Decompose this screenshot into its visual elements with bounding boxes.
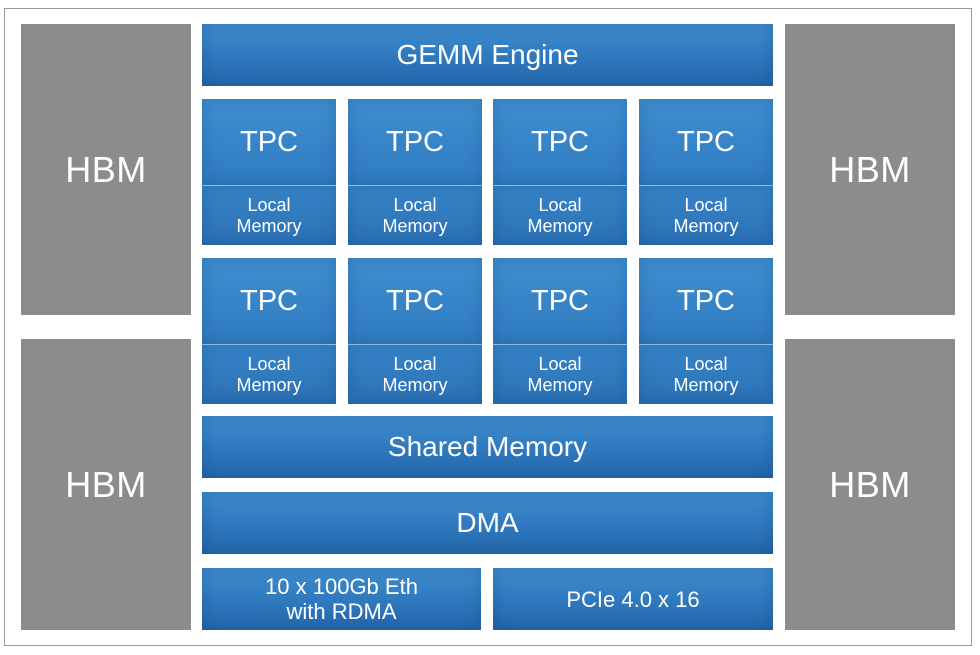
hbm-bottom-left: HBM — [21, 339, 191, 630]
hbm-top-right: HBM — [785, 24, 955, 315]
tpc-block: TPC Local Memory — [202, 99, 336, 245]
tpc-label: TPC — [639, 99, 773, 186]
tpc-block: TPC Local Memory — [639, 99, 773, 245]
local-memory-label: Local Memory — [348, 345, 482, 404]
ethernet-line2: with RDMA — [286, 599, 397, 624]
ethernet-line1: 10 x 100Gb Eth — [265, 574, 418, 599]
tpc-label: TPC — [202, 258, 336, 345]
local-memory-label: Local Memory — [202, 345, 336, 404]
tpc-label: TPC — [493, 99, 627, 186]
tpc-block: TPC Local Memory — [639, 258, 773, 404]
tpc-block: TPC Local Memory — [202, 258, 336, 404]
local-memory-label: Local Memory — [639, 186, 773, 245]
shared-memory-block: Shared Memory — [202, 416, 773, 478]
tpc-label: TPC — [202, 99, 336, 186]
tpc-block: TPC Local Memory — [348, 258, 482, 404]
pcie-block: PCIe 4.0 x 16 — [493, 568, 773, 630]
tpc-block: TPC Local Memory — [493, 99, 627, 245]
tpc-label: TPC — [493, 258, 627, 345]
ethernet-rdma-block: 10 x 100Gb Eth with RDMA — [202, 568, 481, 630]
local-memory-label: Local Memory — [348, 186, 482, 245]
local-memory-label: Local Memory — [493, 345, 627, 404]
tpc-label: TPC — [639, 258, 773, 345]
tpc-block: TPC Local Memory — [493, 258, 627, 404]
local-memory-label: Local Memory — [493, 186, 627, 245]
hbm-bottom-right: HBM — [785, 339, 955, 630]
tpc-label: TPC — [348, 99, 482, 186]
gemm-engine-block: GEMM Engine — [202, 24, 773, 86]
tpc-block: TPC Local Memory — [348, 99, 482, 245]
local-memory-label: Local Memory — [639, 345, 773, 404]
local-memory-label: Local Memory — [202, 186, 336, 245]
hbm-top-left: HBM — [21, 24, 191, 315]
dma-block: DMA — [202, 492, 773, 554]
tpc-label: TPC — [348, 258, 482, 345]
